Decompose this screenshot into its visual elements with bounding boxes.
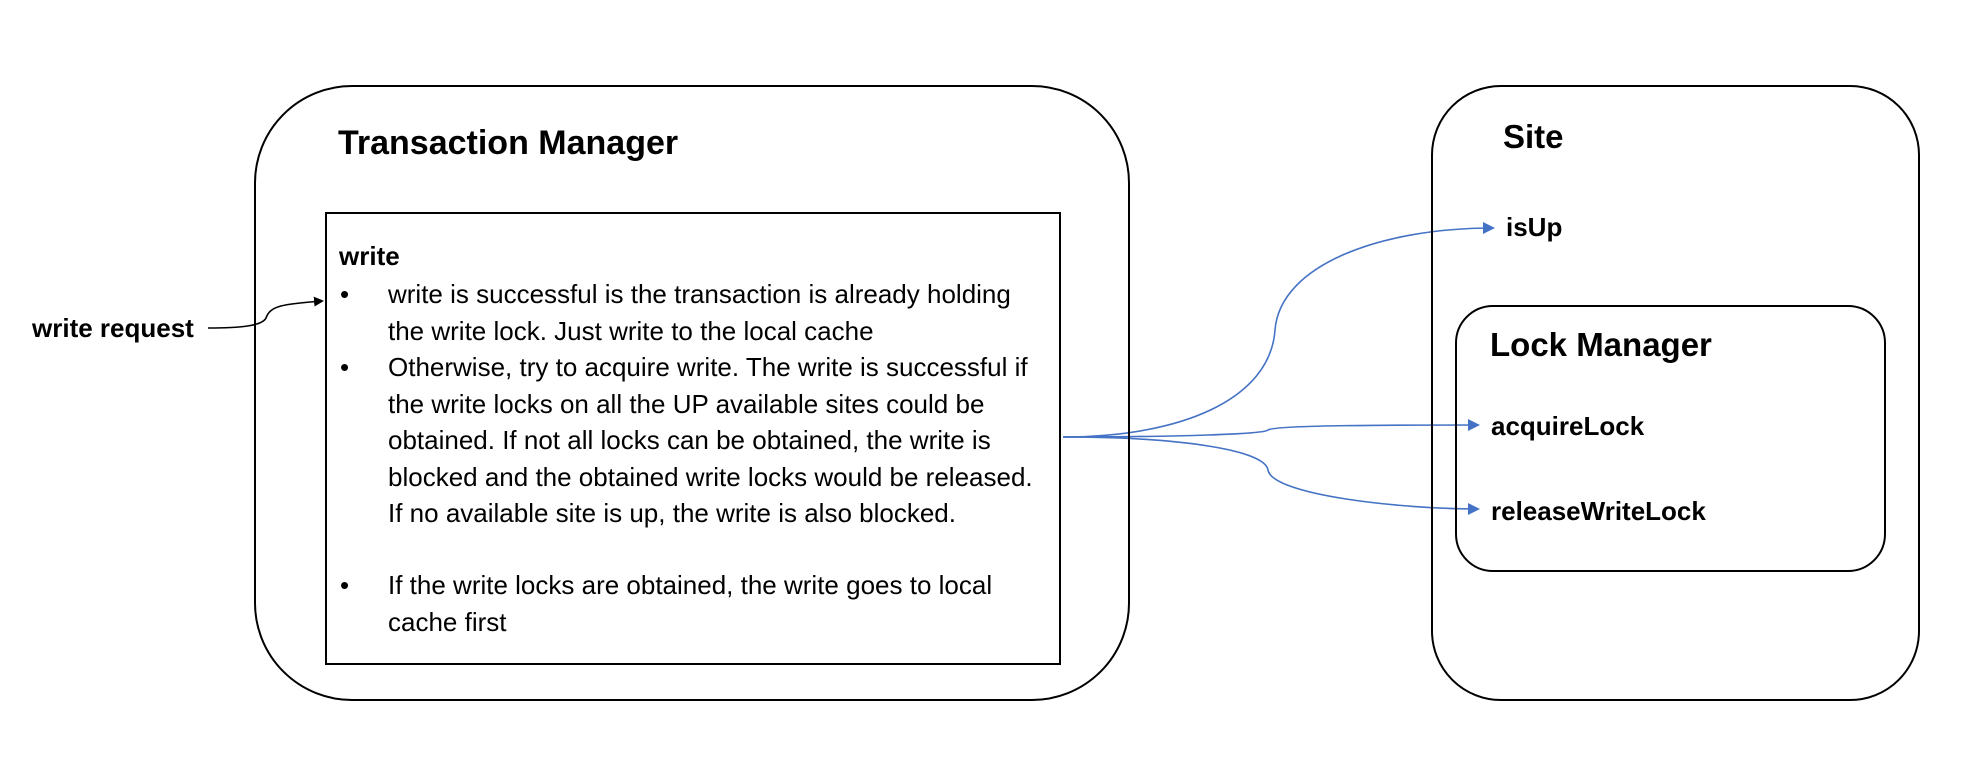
write-request-label: write request	[32, 313, 194, 343]
bullet-marker: •	[340, 570, 350, 600]
releasewritelock-method-label: releaseWriteLock	[1491, 496, 1706, 526]
write-bullet-2: Otherwise, try to acquire write. The wri…	[388, 352, 1033, 528]
write-method-title: write	[339, 241, 400, 271]
site-title: Site	[1503, 118, 1564, 155]
lock-manager-box	[1455, 305, 1886, 572]
bullet-marker: •	[340, 279, 350, 309]
bullet-marker: •	[340, 352, 350, 382]
isup-method-label: isUp	[1506, 212, 1563, 242]
acquirelock-method-label: acquireLock	[1491, 411, 1645, 441]
lock-manager-title: Lock Manager	[1490, 326, 1712, 363]
site-box	[1431, 85, 1920, 701]
write-method-box	[325, 212, 1061, 665]
transaction-manager-box	[254, 85, 1130, 701]
write-bullet-1: write is successful is the transaction i…	[388, 279, 1011, 346]
write-bullet-3: If the write locks are obtained, the wri…	[388, 570, 993, 637]
transaction-manager-title: Transaction Manager	[338, 124, 679, 162]
